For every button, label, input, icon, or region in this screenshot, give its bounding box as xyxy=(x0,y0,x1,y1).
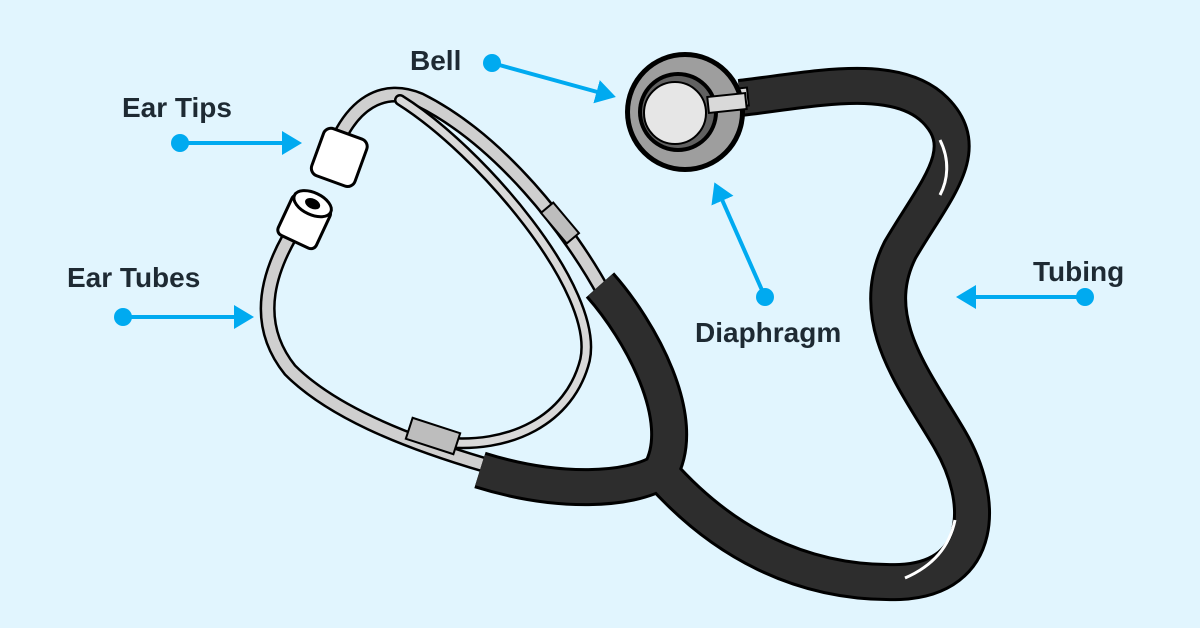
chestpiece xyxy=(625,52,750,172)
label-tubing: Tubing xyxy=(1033,256,1125,287)
ear-tips xyxy=(276,126,369,251)
bell-pointer-arrow xyxy=(491,61,616,104)
label-bell: Bell xyxy=(410,45,462,76)
ear-tubes xyxy=(259,86,613,473)
diaphragm-pointer-arrow xyxy=(711,182,767,298)
pointer-arrows xyxy=(114,54,1094,329)
label-ear-tubes: Ear Tubes xyxy=(67,262,201,293)
tubing xyxy=(474,66,991,602)
label-diaphragm: Diaphragm xyxy=(695,317,842,348)
label-ear-tips: Ear Tips xyxy=(122,92,232,123)
bell-pointer-dot xyxy=(483,54,501,72)
